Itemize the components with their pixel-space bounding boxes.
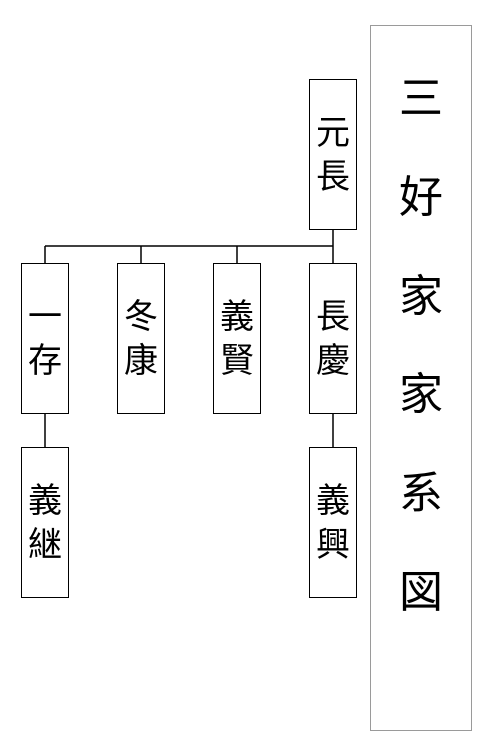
title-char: 好 [399,171,443,223]
person-name-char: 康 [124,340,158,381]
person-name-char: 長 [316,156,350,197]
title-panel: 三 好 家 家 系 図 [370,25,472,731]
person-motonaga: 元 長 [309,79,357,230]
person-yoshioki: 義 興 [309,447,357,598]
person-name-char: 慶 [316,340,350,381]
person-name-char: 興 [316,524,350,565]
person-nagayoshi: 長 慶 [309,263,357,414]
person-kazumasa: 一 存 [21,263,69,414]
title-char: 三 [399,73,443,125]
person-name-char: 長 [316,296,350,337]
person-name-char: 存 [28,340,62,381]
person-name-char: 一 [28,296,62,337]
person-yoshitsugu: 義 継 [21,447,69,598]
title-char: 家 [399,369,443,421]
title-char: 系 [399,467,443,519]
person-name-char: 義 [28,480,62,521]
person-name-char: 義 [316,480,350,521]
person-name-char: 元 [316,112,350,153]
person-yoshikata: 義 賢 [213,263,261,414]
person-name-char: 賢 [220,340,254,381]
person-name-char: 継 [28,524,62,565]
person-name-char: 義 [220,296,254,337]
person-fuyuyasu: 冬 康 [117,263,165,414]
title-char: 家 [399,270,443,322]
title-char: 図 [399,566,443,618]
person-name-char: 冬 [124,296,158,337]
